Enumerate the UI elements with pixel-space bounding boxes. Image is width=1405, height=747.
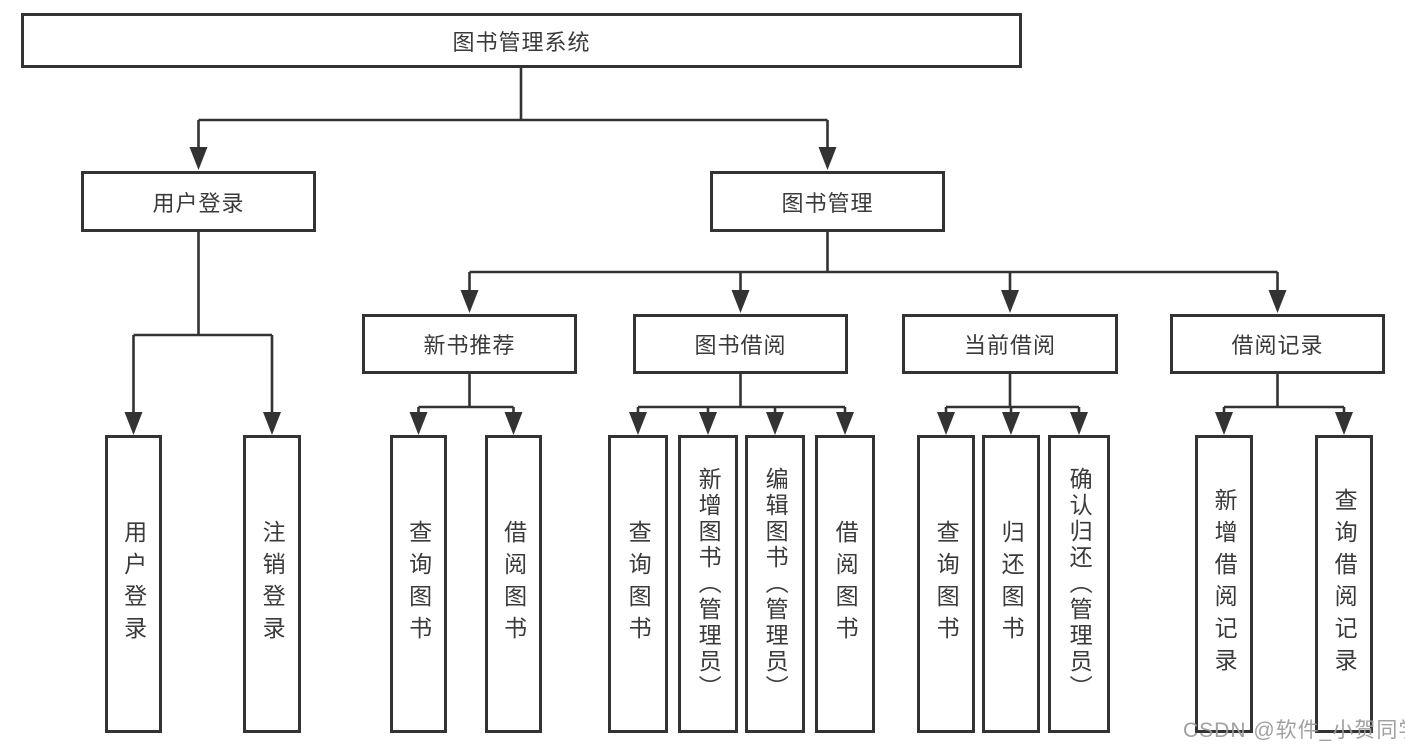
node-borrow-records: 借阅记录 <box>1170 314 1385 374</box>
leaf-cb-query-books-label: 查询图书 <box>933 520 960 648</box>
leaf-bb-add-books-label: 新增图书（管理员） <box>695 467 722 701</box>
node-book-borrow: 图书借阅 <box>633 314 848 374</box>
csdn-watermark: CSDN @软件_小贺同学 <box>1183 719 1405 742</box>
leaf-bb-add-books: 新增图书（管理员） <box>678 435 738 733</box>
leaf-br-add-record: 新增借阅记录 <box>1195 435 1253 733</box>
leaf-br-add-record-label: 新增借阅记录 <box>1211 488 1238 680</box>
leaf-bb-edit-books-label: 编辑图书（管理员） <box>762 467 789 701</box>
leaf-br-query-record-label: 查询借阅记录 <box>1331 488 1358 680</box>
node-new-book-recommend: 新书推荐 <box>362 314 577 374</box>
leaf-br-query-record: 查询借阅记录 <box>1315 435 1373 733</box>
leaf-cb-return-books-label: 归还图书 <box>998 520 1025 648</box>
leaf-user-login: 用户登录 <box>105 435 162 733</box>
leaf-nb-query-books: 查询图书 <box>390 435 447 733</box>
leaf-nb-query-books-label: 查询图书 <box>405 520 432 648</box>
leaf-nb-borrow-books-label: 借阅图书 <box>500 520 527 648</box>
leaf-cb-query-books: 查询图书 <box>917 435 975 733</box>
node-current-borrow: 当前借阅 <box>902 314 1118 374</box>
arrowheads <box>124 147 1353 435</box>
node-book-management: 图书管理 <box>710 171 945 232</box>
leaf-nb-borrow-books: 借阅图书 <box>485 435 542 733</box>
leaf-cb-confirm-return-label: 确认归还（管理员） <box>1066 467 1093 701</box>
leaf-logout-label: 注销登录 <box>259 520 286 648</box>
leaf-cb-return-books: 归还图书 <box>982 435 1040 733</box>
leaf-bb-query-books-label: 查询图书 <box>625 520 652 648</box>
leaf-cb-confirm-return: 确认归还（管理员） <box>1048 435 1110 733</box>
node-system-root: 图书管理系统 <box>21 13 1022 68</box>
leaf-bb-borrow-books-label: 借阅图书 <box>832 520 859 648</box>
leaf-logout: 注销登录 <box>243 435 301 733</box>
leaf-bb-borrow-books: 借阅图书 <box>815 435 875 733</box>
leaf-bb-query-books: 查询图书 <box>608 435 668 733</box>
leaf-bb-edit-books: 编辑图书（管理员） <box>745 435 805 733</box>
node-user-login: 用户登录 <box>81 171 316 232</box>
leaf-user-login-label: 用户登录 <box>120 520 147 648</box>
